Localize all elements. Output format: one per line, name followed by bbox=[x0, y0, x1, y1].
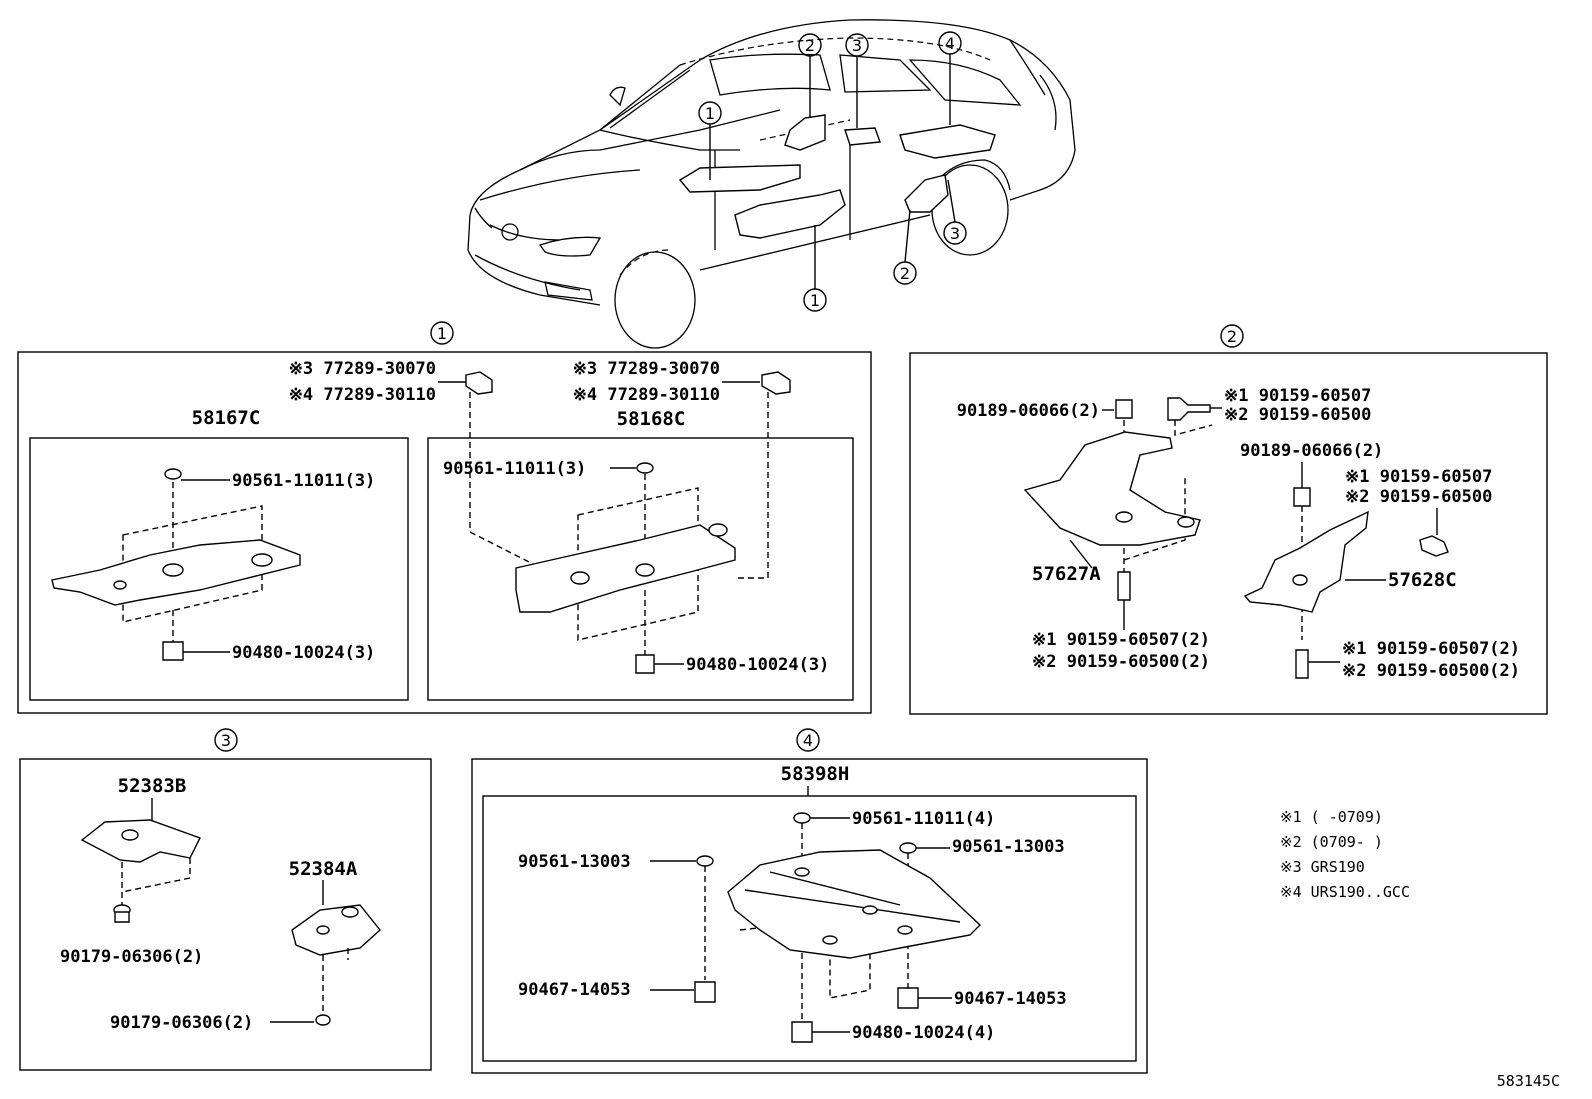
note-4: ※4 URS190..GCC bbox=[1280, 883, 1410, 901]
s2-screw-a1: ※1 90159-60507 bbox=[1224, 386, 1371, 406]
s1-left-top-fastener: 90561-11011(3) bbox=[232, 471, 375, 491]
part-57628C: 57628C bbox=[1388, 569, 1457, 591]
s4-nut-b: 90467-14053 bbox=[954, 989, 1067, 1009]
part-52383B: 52383B bbox=[118, 775, 187, 797]
section-3: 3 52383B 90179-06306(2) 52384A 90179-063… bbox=[19, 728, 432, 1071]
s2-screw-a2: ※2 90159-60500 bbox=[1224, 405, 1371, 425]
section-1: 1 ※3 77289-30070 ※4 77289-30110 ※3 77289… bbox=[17, 321, 872, 714]
car-callout-1a: 1 bbox=[705, 104, 715, 123]
s4-fastener-b: 90561-13003 bbox=[952, 837, 1065, 857]
section-2-callout: 2 bbox=[1227, 327, 1237, 346]
s2-clip-a: 90189-06066(2) bbox=[957, 401, 1100, 421]
car-callout-1b: 1 bbox=[810, 291, 820, 310]
car-callout-2a: 2 bbox=[805, 36, 815, 55]
s3-bolt-b: 90179-06306(2) bbox=[110, 1013, 253, 1033]
car-callout-3a: 3 bbox=[852, 36, 862, 55]
s4-nut-a: 90467-14053 bbox=[518, 980, 631, 1000]
s2-screw-b2: ※2 90159-60500(2) bbox=[1032, 652, 1210, 672]
s2-screw-d1: ※1 90159-60507(2) bbox=[1342, 639, 1520, 659]
reference-code: 583145C bbox=[1497, 1072, 1560, 1090]
s4-fastener-a: 90561-11011(4) bbox=[852, 809, 995, 829]
s1-right-clip-b: ※4 77289-30110 bbox=[573, 385, 720, 405]
s2-screw-c1: ※1 90159-60507 bbox=[1345, 467, 1492, 487]
s3-bolt-a: 90179-06306(2) bbox=[60, 947, 203, 967]
section-1-callout: 1 bbox=[437, 324, 447, 343]
s1-right-clip-a: ※3 77289-30070 bbox=[573, 359, 720, 379]
s1-right-bottom-bolt: 90480-10024(3) bbox=[686, 655, 829, 675]
s4-bolt: 90480-10024(4) bbox=[852, 1023, 995, 1043]
part-58168C: 58168C bbox=[617, 408, 686, 430]
s1-right-top-fastener: 90561-11011(3) bbox=[443, 459, 586, 479]
s2-screw-d2: ※2 90159-60500(2) bbox=[1342, 661, 1520, 681]
s1-left-bottom-bolt: 90480-10024(3) bbox=[232, 643, 375, 663]
note-2: ※2 (0709- ) bbox=[1280, 833, 1383, 851]
s2-screw-c2: ※2 90159-60500 bbox=[1345, 487, 1492, 507]
part-58398H: 58398H bbox=[781, 763, 850, 785]
car-callout-2b: 2 bbox=[900, 264, 910, 283]
footnotes: ※1 ( -0709) ※2 (0709- ) ※3 GRS190 ※4 URS… bbox=[1280, 808, 1410, 901]
s1-left-clip-b: ※4 77289-30110 bbox=[289, 385, 436, 405]
s4-fastener-c: 90561-13003 bbox=[518, 852, 631, 872]
s1-left-clip-a: ※3 77289-30070 bbox=[289, 359, 436, 379]
part-52384A: 52384A bbox=[289, 858, 358, 880]
car-illustration: 1 1 2 3 4 2 3 bbox=[467, 19, 1076, 349]
part-57627A: 57627A bbox=[1032, 563, 1101, 585]
section-2: 2 90189-06066(2) ※1 90159-60507 ※2 90159… bbox=[909, 324, 1548, 715]
part-58167C: 58167C bbox=[192, 407, 261, 429]
car-callout-3b: 3 bbox=[950, 224, 960, 243]
note-1: ※1 ( -0709) bbox=[1280, 808, 1383, 826]
section-4: 4 58398H 90561-11011(4) 90561-13003 9056… bbox=[471, 728, 1148, 1074]
s2-clip-b: 90189-06066(2) bbox=[1240, 441, 1383, 461]
note-3: ※3 GRS190 bbox=[1280, 858, 1365, 876]
section-4-callout: 4 bbox=[803, 731, 813, 750]
s2-screw-b1: ※1 90159-60507(2) bbox=[1032, 630, 1210, 650]
section-3-callout: 3 bbox=[221, 731, 231, 750]
car-callout-4a: 4 bbox=[945, 34, 955, 53]
